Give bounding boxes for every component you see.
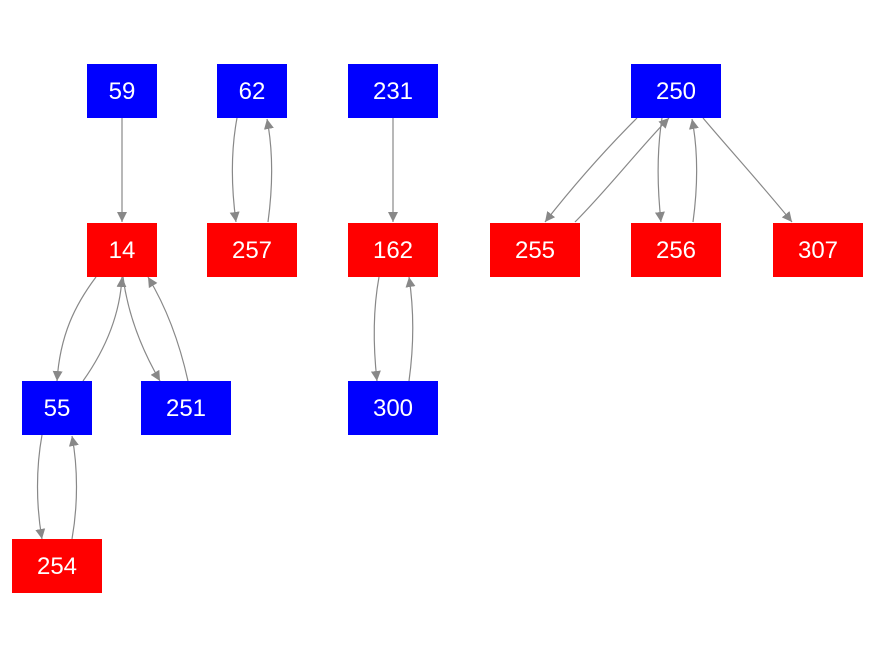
node-box [348, 64, 438, 118]
node-box [490, 223, 580, 277]
node-label: 256 [656, 237, 696, 264]
node-label: 162 [373, 237, 413, 264]
node-label: 55 [44, 395, 71, 422]
edge-257-to-62 [263, 118, 274, 223]
edge-162-to-300 [370, 276, 381, 382]
node-256: 256 [631, 223, 721, 277]
node-55: 55 [22, 381, 92, 435]
node-label: 254 [37, 553, 77, 580]
node-62: 62 [217, 64, 287, 118]
node-box [348, 381, 438, 435]
node-label: 62 [239, 78, 266, 105]
node-box [631, 223, 721, 277]
edge-55-to-254 [35, 434, 46, 540]
edge-55-to-14 [82, 276, 127, 382]
node-box [87, 223, 157, 277]
edges-layer [35, 117, 793, 540]
node-label: 307 [798, 237, 838, 264]
edge-255-to-250 [574, 117, 670, 223]
node-box [12, 539, 102, 593]
node-label: 251 [166, 395, 206, 422]
edge-250-to-256 [654, 117, 665, 223]
edge-300-to-162 [405, 276, 416, 382]
node-255: 255 [490, 223, 580, 277]
node-59: 59 [87, 64, 157, 118]
node-box [631, 64, 721, 118]
node-254: 254 [12, 539, 102, 593]
edge-62-to-257 [229, 117, 240, 223]
node-label: 300 [373, 395, 413, 422]
node-label: 231 [373, 78, 413, 105]
node-box [22, 381, 92, 435]
node-label: 257 [232, 237, 272, 264]
node-257: 257 [207, 223, 297, 277]
edge-14-to-251 [122, 276, 161, 382]
node-box [141, 381, 231, 435]
edge-14-to-55 [52, 276, 97, 382]
node-label: 255 [515, 237, 555, 264]
edge-256-to-250 [688, 118, 699, 223]
node-box [217, 64, 287, 118]
node-box [87, 64, 157, 118]
edge-250-to-307 [702, 117, 793, 223]
node-label: 59 [109, 78, 136, 105]
node-307: 307 [773, 223, 863, 277]
edge-251-to-14 [147, 276, 189, 382]
node-300: 300 [348, 381, 438, 435]
edge-254-to-55 [68, 435, 79, 540]
node-label: 250 [656, 78, 696, 105]
node-251: 251 [141, 381, 231, 435]
node-14: 14 [87, 223, 157, 277]
node-box [207, 223, 297, 277]
node-250: 250 [631, 64, 721, 118]
node-label: 14 [109, 237, 136, 264]
node-231: 231 [348, 64, 438, 118]
node-box [348, 223, 438, 277]
nodes-layer: 59 62 231 250 14 257 162 255 256 307 55 251 300 254 [12, 64, 863, 593]
node-box [773, 223, 863, 277]
node-162: 162 [348, 223, 438, 277]
edge-250-to-255 [544, 117, 638, 223]
